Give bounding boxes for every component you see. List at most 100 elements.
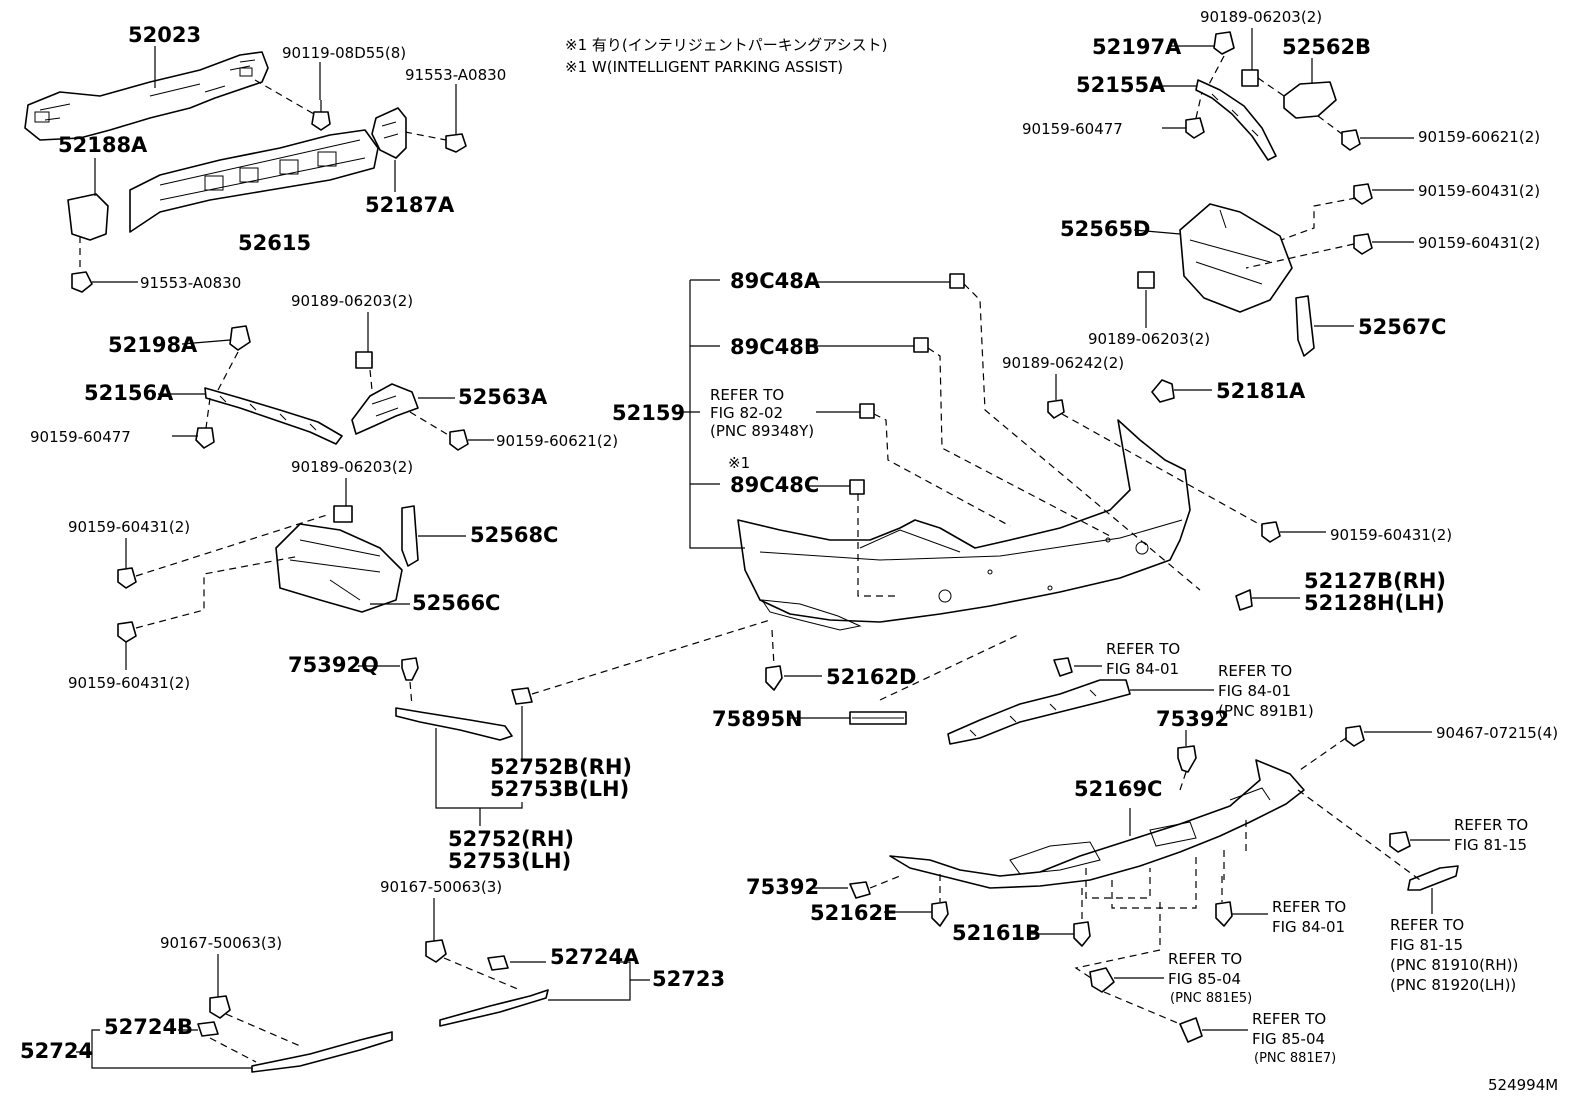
label-52197a: 52197A bbox=[1092, 35, 1182, 59]
label-52023: 52023 bbox=[128, 23, 201, 47]
nut-90189-06203-c bbox=[1241, 69, 1259, 87]
label-75392-a: 75392 bbox=[1156, 707, 1229, 731]
bolt-90159-60431-d bbox=[1353, 233, 1373, 255]
refer-84-01-b-line3: (PNC 891B1) bbox=[1218, 702, 1314, 720]
bolt-90159-60621-a bbox=[449, 429, 469, 451]
label-52162d: 52162D bbox=[826, 665, 917, 689]
label-90189-06242: 90189-06242(2) bbox=[1002, 354, 1124, 372]
label-52753b-lh: 52753B(LH) bbox=[490, 777, 629, 801]
pad-75895n bbox=[849, 711, 907, 725]
bracket-52187a bbox=[371, 107, 407, 159]
label-75392q: 75392Q bbox=[288, 653, 379, 677]
note-line-2: ※1 W(INTELLIGENT PARKING ASSIST) bbox=[565, 58, 843, 76]
label-52128h-lh: 52128H(LH) bbox=[1304, 591, 1445, 615]
refer-81-15-a-line1: REFER TO bbox=[1454, 816, 1528, 834]
label-52723: 52723 bbox=[652, 967, 725, 991]
label-52752-rh: 52752(RH) bbox=[448, 827, 574, 851]
clip-75392-b bbox=[849, 881, 871, 899]
retainer-52155a bbox=[1195, 79, 1277, 161]
label-52753-lh: 52753(LH) bbox=[448, 849, 571, 873]
refer-84-01-a-line1: REFER TO bbox=[1106, 640, 1180, 658]
label-90159-60431-e: 90159-60431(2) bbox=[1330, 526, 1452, 544]
label-52724b: 52724B bbox=[104, 1015, 193, 1039]
label-52127b-rh: 52127B(RH) bbox=[1304, 569, 1446, 593]
clip-52161b bbox=[1073, 921, 1091, 947]
garnish-52723 bbox=[439, 989, 549, 1027]
label-90467-07215: 90467-07215(4) bbox=[1436, 724, 1558, 742]
bolt-90159-60431-a bbox=[117, 567, 137, 589]
clip-52752b bbox=[511, 687, 533, 705]
refer-85-04-a-line3: (PNC 881E5) bbox=[1170, 991, 1252, 1006]
label-90159-60477-a: 90159-60477 bbox=[30, 428, 131, 446]
retainer-52563a bbox=[351, 383, 419, 435]
refer-84-01-b-line2: FIG 84-01 bbox=[1218, 682, 1291, 700]
screw-90167-50063-b bbox=[209, 995, 231, 1019]
label-52156a: 52156A bbox=[84, 381, 174, 405]
refer-82-02-line1: REFER TO bbox=[710, 386, 784, 404]
refer-85-04-a-line1: REFER TO bbox=[1168, 950, 1242, 968]
label-52162e: 52162E bbox=[810, 901, 897, 925]
bolt-91553-a0830-top bbox=[445, 133, 467, 153]
clip-75392q bbox=[401, 657, 419, 681]
clip-fig-84-01-c bbox=[1215, 901, 1233, 927]
label-90189-06203-c: 90189-06203(2) bbox=[1200, 8, 1322, 26]
note-line-1: ※1 有り(インテリジェントパーキングアシスト) bbox=[565, 36, 888, 54]
label-91553-a0830-bottom: 91553-A0830 bbox=[140, 274, 241, 292]
bracket-fig-84-01-b bbox=[947, 679, 1131, 745]
figure-id: 524994M bbox=[1488, 1076, 1558, 1094]
label-91553-a0830-top: 91553-A0830 bbox=[405, 66, 506, 84]
sensor-89c48c bbox=[849, 479, 865, 495]
label-89c48a: 89C48A bbox=[730, 269, 821, 293]
label-52187a: 52187A bbox=[365, 193, 455, 217]
label-52562b: 52562B bbox=[1282, 35, 1371, 59]
reflector-fig-81-15 bbox=[1407, 865, 1459, 891]
label-90159-60621-a: 90159-60621(2) bbox=[496, 432, 618, 450]
bumper-cover-52159 bbox=[737, 419, 1191, 631]
refer-82-02-line3: (PNC 89348Y) bbox=[710, 422, 814, 440]
label-52724a: 52724A bbox=[550, 945, 640, 969]
label-52568c: 52568C bbox=[470, 523, 558, 547]
label-90159-60431-c: 90159-60431(2) bbox=[1418, 182, 1540, 200]
label-89c48b: 89C48B bbox=[730, 335, 820, 359]
refer-84-01-c-line2: FIG 84-01 bbox=[1272, 918, 1345, 936]
label-90189-06203-b: 90189-06203(2) bbox=[291, 458, 413, 476]
clip-52197a bbox=[1213, 31, 1235, 55]
bolt-90159-60477-b bbox=[1185, 117, 1205, 139]
clip-fig-81-15-a bbox=[1389, 831, 1411, 853]
clip-52724a bbox=[487, 955, 509, 971]
refer-81-15-b-line3: (PNC 81910(RH)) bbox=[1390, 956, 1518, 974]
clip-fig-85-04-a bbox=[1089, 967, 1115, 993]
bracket-52566c bbox=[275, 523, 403, 613]
label-90189-06203-d: 90189-06203(2) bbox=[1088, 330, 1210, 348]
spacer-52567c bbox=[1295, 295, 1315, 357]
screw-90167-50063-a bbox=[425, 939, 447, 963]
bolt-90119-08d55 bbox=[311, 100, 331, 131]
label-52161b: 52161B bbox=[952, 921, 1041, 945]
label-52198a: 52198A bbox=[108, 333, 198, 357]
bracket-52169c bbox=[889, 759, 1305, 889]
label-90167-50063-b: 90167-50063(3) bbox=[160, 934, 282, 952]
spacer-52568c bbox=[401, 505, 419, 567]
label-52567c: 52567C bbox=[1358, 315, 1446, 339]
label-90159-60431-d: 90159-60431(2) bbox=[1418, 234, 1540, 252]
label-52566c: 52566C bbox=[412, 591, 500, 615]
label-90167-50063-a: 90167-50063(3) bbox=[380, 878, 502, 896]
nut-90189-06203-a bbox=[355, 351, 373, 369]
label-52563a: 52563A bbox=[458, 385, 548, 409]
label-52181a: 52181A bbox=[1216, 379, 1306, 403]
retainer-52156a bbox=[204, 387, 343, 445]
refer-81-15-b-line2: FIG 81-15 bbox=[1390, 936, 1463, 954]
reflector-52752 bbox=[395, 707, 513, 741]
refer-81-15-b-line4: (PNC 81920(LH)) bbox=[1390, 976, 1516, 994]
refer-82-02-line2: FIG 82-02 bbox=[710, 404, 783, 422]
clip-fig-85-04-b bbox=[1179, 1017, 1203, 1043]
label-90119-08d55: 90119-08D55(8) bbox=[282, 44, 406, 62]
clip-52162d bbox=[765, 665, 783, 691]
refer-81-15-b-line1: REFER TO bbox=[1390, 916, 1464, 934]
refer-85-04-a-line2: FIG 85-04 bbox=[1168, 970, 1241, 988]
bracket-52565d bbox=[1179, 203, 1293, 313]
label-52724: 52724 bbox=[20, 1039, 93, 1063]
refer-81-15-a-line2: FIG 81-15 bbox=[1454, 836, 1527, 854]
bolt-90159-60431-b bbox=[117, 621, 137, 643]
